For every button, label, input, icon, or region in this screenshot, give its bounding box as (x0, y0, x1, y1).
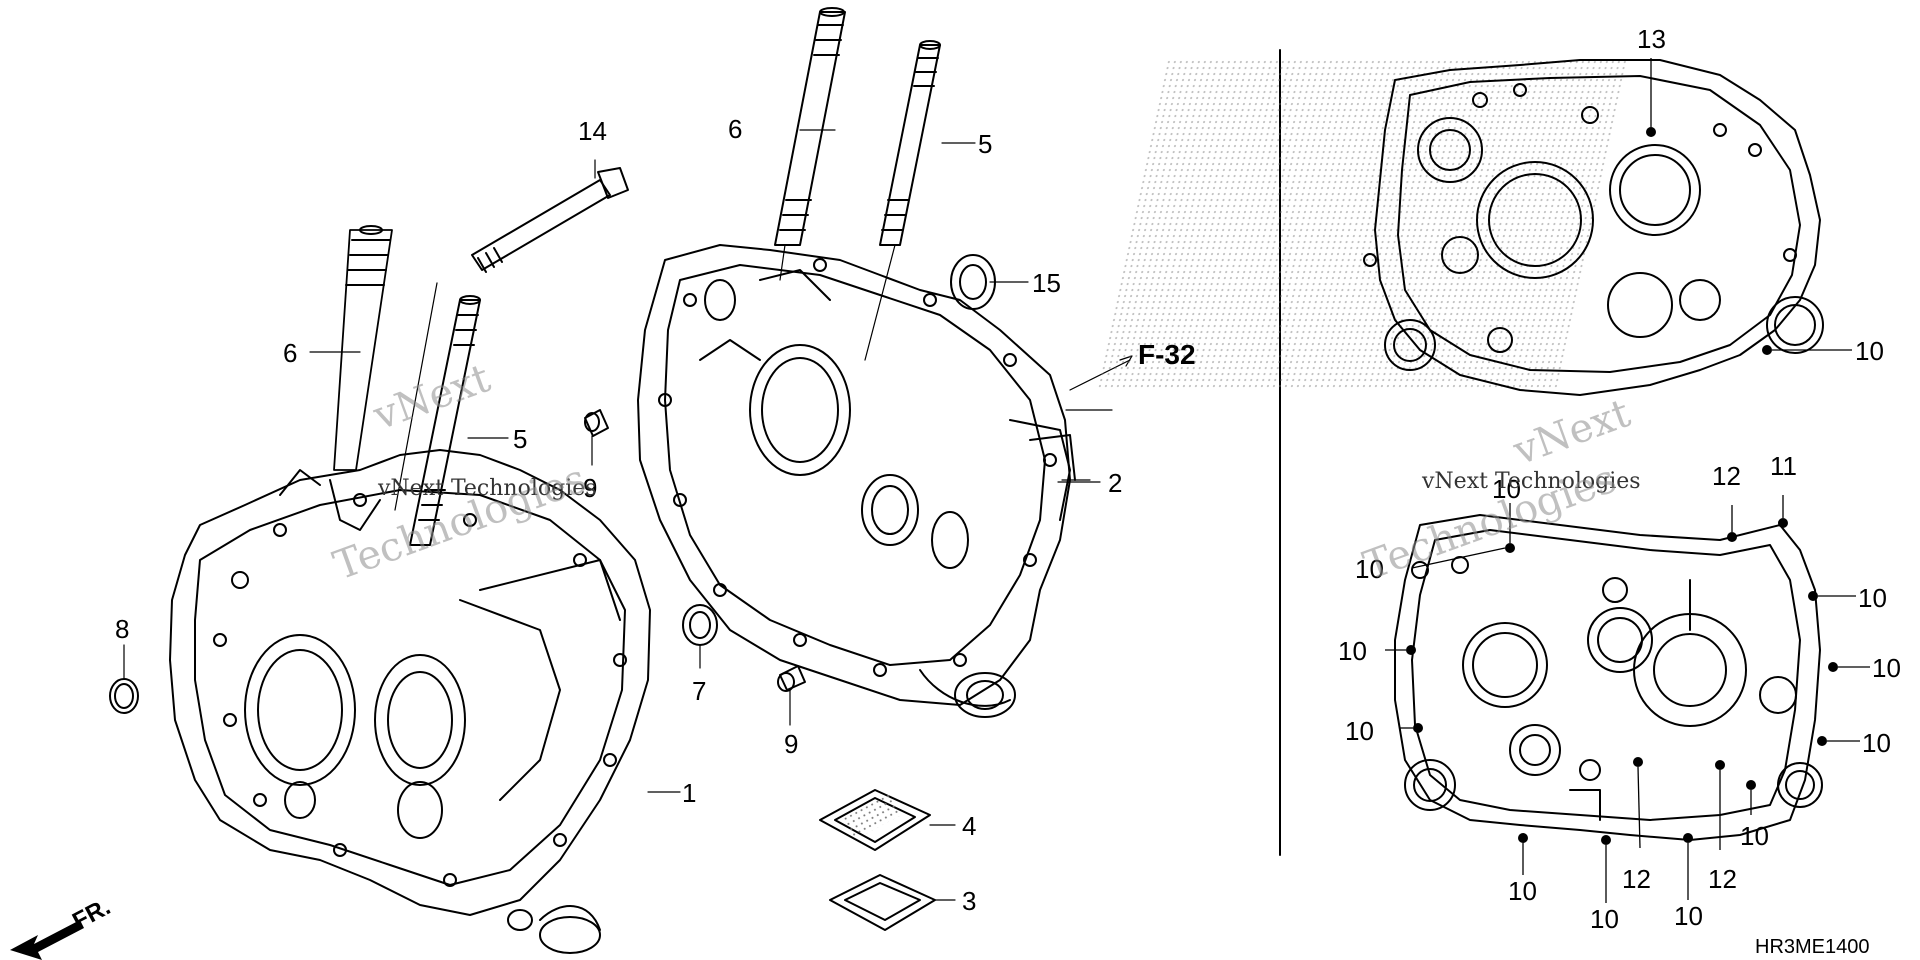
callout-10-k: 10 (1674, 901, 1703, 931)
callout-12-top: 12 (1712, 461, 1741, 491)
dowel-9-upper-drawing (584, 409, 609, 437)
callout-14: 14 (578, 116, 607, 146)
callout-10-f: 10 (1862, 728, 1891, 758)
callout-10-j: 10 (1590, 904, 1619, 934)
gasket-3-drawing (829, 874, 936, 931)
callout-6-right: 6 (728, 114, 742, 144)
stud-5-left-drawing (409, 295, 481, 546)
stud-6-right-drawing (774, 7, 846, 246)
callout-10-l: 10 (1740, 821, 1769, 851)
callout-10-a: 10 (1855, 336, 1884, 366)
callout-7: 7 (692, 676, 706, 706)
watermark-right-1: vNext (1507, 390, 1636, 475)
callout-8: 8 (115, 614, 129, 644)
watermark-right-2: vNext Technologies (1421, 469, 1641, 494)
callout-13: 13 (1637, 24, 1666, 54)
callout-3: 3 (962, 886, 976, 916)
callout-10-b: 10 (1355, 554, 1384, 584)
callout-9-lower: 9 (784, 729, 798, 759)
callout-10-i: 10 (1508, 876, 1537, 906)
crankcase-top-view-drawing (1363, 59, 1824, 396)
watermark-left-1: vNext (367, 355, 496, 440)
stud-5-right-drawing (879, 40, 941, 246)
callout-6-left: 6 (283, 338, 297, 368)
bolt-markers (1406, 127, 1838, 845)
callout-4: 4 (962, 811, 976, 841)
oring-drawing (109, 678, 139, 714)
left-crankcase-drawing (169, 449, 651, 954)
right-crankcase-drawing (637, 244, 1076, 718)
callout-10-g: 10 (1338, 636, 1367, 666)
callout-5-right: 5 (978, 129, 992, 159)
callout-10-c: 10 (1492, 474, 1521, 504)
callout-9-upper: 9 (583, 473, 597, 503)
stud-6-left-drawing (333, 225, 393, 471)
callout-2: 2 (1108, 468, 1122, 498)
callout-12-mid: 12 (1622, 864, 1651, 894)
front-arrow (10, 920, 84, 960)
callout-10-e: 10 (1872, 653, 1901, 683)
dowel-9-lower-drawing (777, 665, 806, 692)
ref-f32-label: F-32 (1138, 339, 1196, 370)
callout-10-d: 10 (1858, 583, 1887, 613)
part-code: HR3ME1400 (1755, 936, 1870, 958)
callout-11: 11 (1770, 451, 1797, 481)
callout-12-right: 12 (1708, 864, 1737, 894)
callout-15: 15 (1032, 268, 1061, 298)
watermark-left-2: vNext Technologies (377, 476, 597, 501)
callout-1: 1 (682, 778, 696, 808)
bolt-14-drawing (471, 167, 629, 273)
crankcase-bottom-view-drawing (1394, 514, 1823, 841)
oil-seal-drawing (950, 254, 996, 310)
callout-5-left: 5 (513, 424, 527, 454)
callout-10-h: 10 (1345, 716, 1374, 746)
bearing-7-drawing (682, 604, 718, 646)
